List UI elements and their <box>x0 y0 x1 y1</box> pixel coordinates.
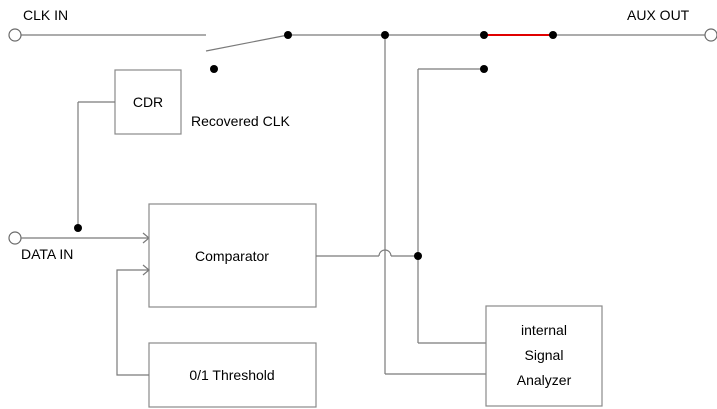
recovered-clk-contact-dot <box>210 65 218 73</box>
comparator-label: Comparator <box>195 248 269 264</box>
threshold-feedback-wire <box>116 269 149 376</box>
threshold-label: 0/1 Threshold <box>189 367 274 383</box>
clk-in-label: CLK IN <box>23 7 68 23</box>
data-in-port[interactable] <box>8 231 22 245</box>
data-in-label: DATA IN <box>21 246 73 262</box>
threshold-arrow <box>142 264 150 276</box>
comparator-out-junction-dot <box>414 252 422 260</box>
cdr-label: CDR <box>133 94 163 110</box>
recovered-clk-label: Recovered CLK <box>191 113 290 129</box>
clk-junction-dot <box>381 31 389 39</box>
aux-out-port[interactable] <box>704 28 717 42</box>
aux-selector-end-dot <box>549 31 557 39</box>
switch-pivot-dot <box>284 31 292 39</box>
data-in-junction-dot <box>74 224 82 232</box>
analyzer-label-line3: Analyzer <box>517 372 572 388</box>
threshold-block <box>148 342 317 408</box>
aux-out-label: AUX OUT <box>627 7 690 23</box>
aux-selector-pivot-dot <box>480 31 488 39</box>
analyzer-label-line1: internal <box>521 322 567 338</box>
aux-data-contact-dot <box>480 65 488 73</box>
signal-analyzer-block <box>485 305 603 407</box>
clk-in-port[interactable] <box>8 28 22 42</box>
comparator-block <box>148 203 317 308</box>
analyzer-label-line2: Signal <box>525 347 564 363</box>
cdr-block <box>114 69 182 135</box>
switch-lever[interactable] <box>205 34 289 52</box>
